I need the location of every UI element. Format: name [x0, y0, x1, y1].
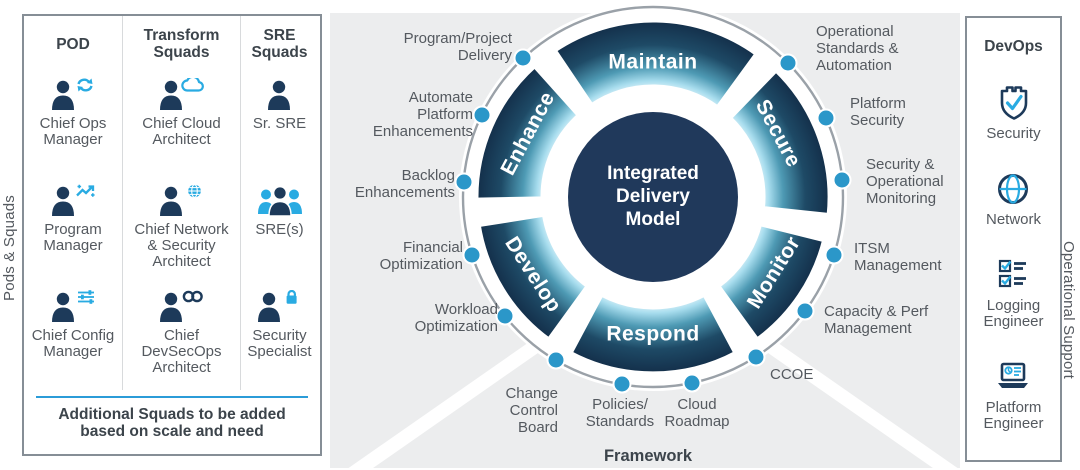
- label-itsm-management: ITSM Management: [854, 240, 942, 274]
- segment-enhance-shape: [473, 63, 582, 203]
- person-infinity-icon: [158, 290, 204, 324]
- role-label: Security: [986, 125, 1041, 142]
- segment-develop-shape: [475, 211, 591, 343]
- segment-maintain-label: Maintain: [608, 51, 697, 74]
- role-program-manager: Program Manager: [43, 178, 103, 284]
- person-sync-icon: [50, 78, 96, 112]
- devops-panel: DevOps Security Network Logging Engineer: [965, 16, 1062, 462]
- role-label: Logging Engineer: [983, 297, 1044, 330]
- role-label: Network: [985, 211, 1041, 228]
- person-sliders-icon: [50, 290, 96, 324]
- transform-squads-header: Transform Squads: [143, 27, 220, 61]
- role-chief-devsecops-architect: Chief DevSecOps Architect: [141, 284, 222, 390]
- role-label: Chief DevSecOps Architect: [141, 327, 222, 376]
- pods-and-squads-side-label: Pods & Squads: [1, 195, 18, 302]
- operational-support-side-label: Operational Support: [1060, 240, 1077, 380]
- blue-divider-line: [36, 396, 308, 398]
- shield-check-icon: [994, 83, 1034, 123]
- transform-squads-column: Transform Squads Chief Cloud Architect C…: [122, 16, 240, 390]
- person-icon: [256, 78, 302, 112]
- label-workload-optimization: Workload Optimization: [414, 301, 498, 335]
- role-label: SRE(s): [255, 221, 304, 238]
- pod-column: POD Chief Ops Manager Program Manager: [24, 16, 122, 390]
- role-platform-engineer: Platform Engineer: [983, 357, 1044, 432]
- role-label: Chief Cloud Architect: [142, 115, 221, 148]
- additional-squads-note: Additional Squads to be added based on s…: [24, 390, 320, 440]
- connector-dot: [495, 306, 515, 326]
- label-financial-optimization: Financial Optimization: [379, 239, 463, 273]
- label-policies-standards: Policies/ Standards: [585, 396, 655, 430]
- connector-dot: [746, 347, 766, 367]
- connector-dot: [472, 105, 492, 125]
- label-automate-platform-enhancements: Automate Platform Enhancements: [372, 89, 473, 140]
- role-label: Program Manager: [43, 221, 103, 254]
- footnote-line2: based on scale and need: [80, 423, 264, 440]
- center-title: Integrated Delivery Model: [607, 163, 699, 230]
- pods-squads-panel: POD Chief Ops Manager Program Manager: [22, 14, 322, 456]
- delivery-model-diagram: Maintain Secure Monitor Respond Develop …: [330, 0, 960, 470]
- label-capacity-perf-management: Capacity & Perf Management: [824, 303, 929, 337]
- framework-label: Framework: [603, 447, 693, 465]
- role-chief-network-security-architect: Chief Network & Security Architect: [134, 178, 229, 284]
- devops-header: DevOps: [984, 38, 1043, 55]
- person-globe-icon: [158, 184, 204, 218]
- role-security-specialist: Security Specialist: [247, 284, 312, 390]
- label-cloud-roadmap: Cloud Roadmap: [664, 396, 730, 430]
- role-label: Security Specialist: [247, 327, 312, 360]
- people-group-icon: [257, 184, 303, 218]
- role-label: Chief Ops Manager: [39, 115, 107, 148]
- segment-respond-label: Respond: [606, 323, 699, 346]
- label-platform-security: Platform Security: [850, 95, 906, 129]
- role-label: Chief Config Manager: [31, 327, 115, 360]
- squads-grid: POD Chief Ops Manager Program Manager: [24, 16, 320, 390]
- label-security-operational-monitoring: Security & Operational Monitoring: [866, 156, 944, 207]
- connector-dot: [816, 108, 836, 128]
- footnote-line1: Additional Squads to be added: [58, 406, 286, 423]
- sre-squads-column: SRE Squads Sr. SRE SRE(s) Security Speci…: [240, 16, 318, 390]
- segment-secure-shape: [726, 67, 833, 218]
- role-chief-ops-manager: Chief Ops Manager: [39, 72, 107, 178]
- connector-dot: [513, 48, 533, 68]
- globe-icon: [993, 169, 1033, 209]
- connector-dots: [454, 48, 852, 394]
- sre-squads-header: SRE Squads: [251, 27, 308, 61]
- delivery-ring-graphic: Maintain Secure Monitor Respond Develop …: [330, 3, 960, 470]
- segment-maintain-shape: [551, 17, 760, 111]
- role-label: Platform Engineer: [983, 399, 1044, 432]
- role-chief-cloud-architect: Chief Cloud Architect: [142, 72, 221, 178]
- connector-dot: [454, 172, 474, 192]
- connector-dot: [462, 245, 482, 265]
- laptop-chart-icon: [993, 357, 1033, 397]
- role-chief-config-manager: Chief Config Manager: [31, 284, 115, 390]
- role-label: Sr. SRE: [252, 115, 307, 132]
- role-security: Security: [986, 83, 1041, 142]
- connector-dot: [832, 170, 852, 190]
- person-chart-icon: [50, 184, 96, 218]
- segment-respond-shape: [567, 291, 739, 377]
- checklist-icon: [993, 255, 1033, 295]
- role-network: Network: [986, 169, 1041, 228]
- connector-circle: [461, 5, 845, 389]
- connector-dot: [824, 245, 844, 265]
- connector-dot: [546, 350, 566, 370]
- role-sres: SRE(s): [255, 178, 304, 284]
- connector-dot: [778, 53, 798, 73]
- role-logging-engineer: Logging Engineer: [983, 255, 1044, 330]
- center-circle: [568, 112, 738, 282]
- label-program-project-delivery: Program/Project Delivery: [403, 30, 512, 64]
- person-lock-icon: [256, 290, 302, 324]
- role-sr-sre: Sr. SRE: [253, 72, 306, 178]
- label-operational-standards-automation: Operational Standards & Automation: [816, 23, 899, 74]
- connector-dot: [795, 301, 815, 321]
- person-cloud-icon: [158, 78, 205, 112]
- label-backlog-enhancements: Backlog Enhancements: [354, 167, 455, 201]
- label-ccoe: CCOE: [770, 366, 814, 383]
- connector-dot: [612, 374, 632, 394]
- label-change-control-board: Change Control Board: [505, 385, 558, 436]
- role-label: Chief Network & Security Architect: [134, 221, 229, 270]
- pod-column-header: POD: [56, 35, 90, 53]
- segment-monitor-shape: [715, 221, 828, 343]
- connector-dot: [682, 373, 702, 393]
